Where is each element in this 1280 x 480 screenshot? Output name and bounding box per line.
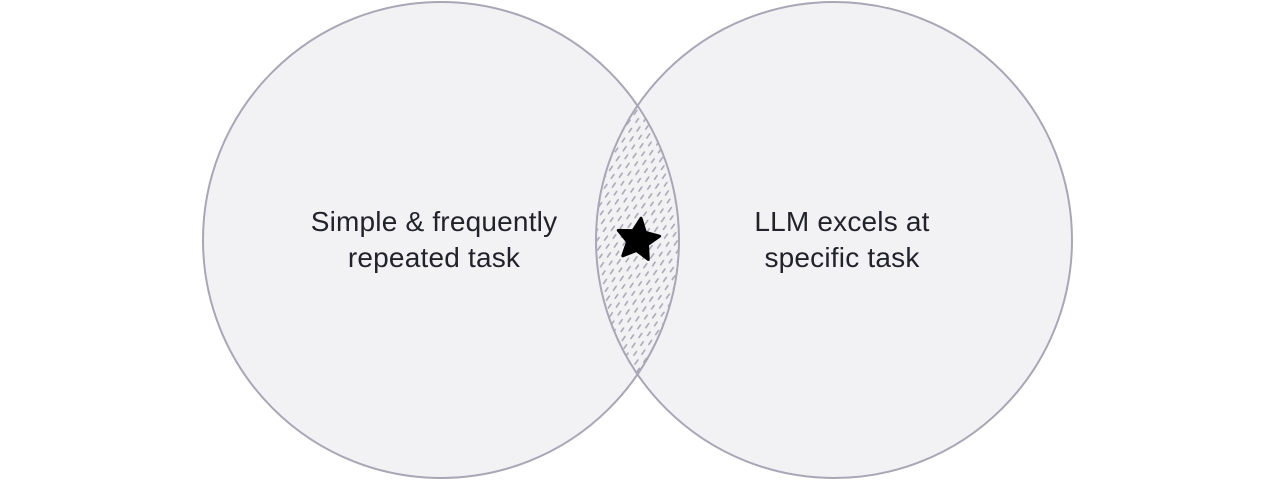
venn-label-right-line-1: LLM excels at — [754, 206, 930, 237]
venn-circle-left — [203, 2, 679, 478]
venn-circle-left-outline — [202, 1, 680, 479]
venn-label-right: LLM excels at specific task — [692, 204, 992, 276]
venn-label-left: Simple & frequently repeated task — [284, 204, 584, 276]
venn-label-right-line-2: specific task — [764, 242, 920, 273]
star-icon — [616, 216, 662, 261]
venn-label-left-line-1: Simple & frequently — [310, 206, 558, 237]
venn-label-left-line-2: repeated task — [347, 242, 521, 273]
venn-circle-right-outline — [595, 1, 1073, 479]
venn-circle-right — [596, 2, 1072, 478]
